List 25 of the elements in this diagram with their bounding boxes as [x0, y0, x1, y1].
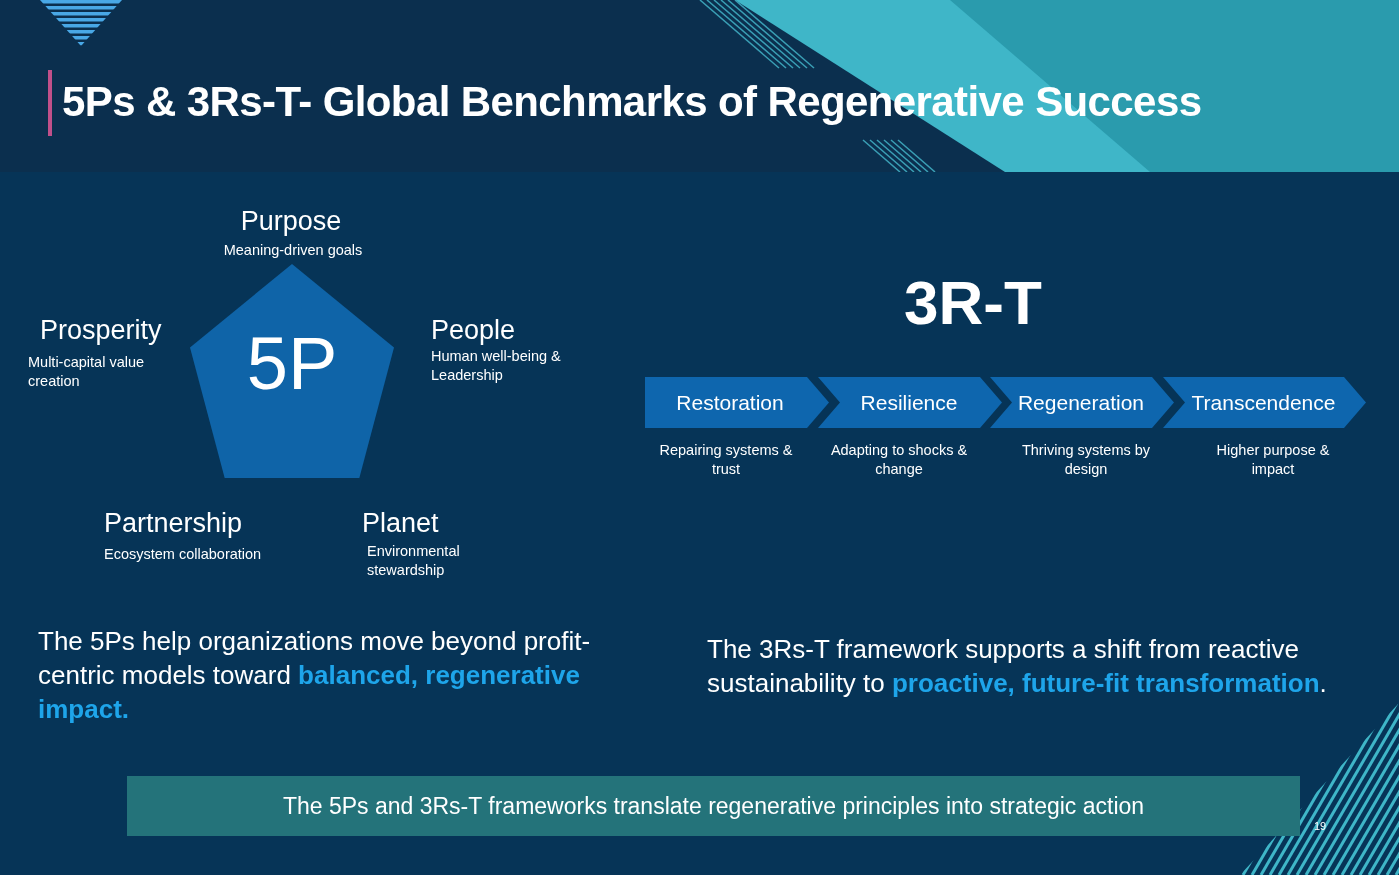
pillar-heading: Partnership — [104, 507, 244, 540]
step-description: Thriving systems by design — [1020, 441, 1152, 479]
summary-banner: The 5Ps and 3Rs-T frameworks translate regenerative principles into strategic action — [127, 776, 1300, 836]
body-paragraph: The 3Rs-T framework supports a shift from reactive sustainability to proactive, future-fit transformation. — [707, 633, 1328, 700]
step-description: Higher purpose & impact — [1215, 441, 1331, 479]
process-step: Resilience — [818, 377, 1002, 428]
pentagon-shape: 5P — [190, 264, 394, 478]
pillar-description: Meaning-driven goals — [222, 241, 364, 260]
pillar-heading: Planet — [362, 507, 440, 540]
pillar-heading: Purpose — [239, 205, 343, 238]
pillar-description: Environmental stewardship — [367, 542, 461, 580]
section-heading: 3R-T — [903, 267, 1043, 339]
pillar-description: Human well-being & Leadership — [431, 347, 562, 385]
step-description: Adapting to shocks & change — [829, 441, 969, 479]
process-step: Transcendence — [1163, 377, 1366, 428]
pillar-description: Multi-capital value creation — [28, 353, 146, 391]
process-step: Regeneration — [990, 377, 1174, 428]
process-step: Restoration — [645, 377, 829, 428]
body-paragraph: The 5Ps help organizations move beyond profit-centric models toward balanced, regenerative impact. — [38, 625, 592, 726]
pillar-heading: People — [431, 314, 517, 347]
pillar-description: Ecosystem collaboration — [104, 545, 263, 564]
pillar-heading: Prosperity — [40, 314, 163, 347]
step-description: Repairing systems & trust — [658, 441, 794, 479]
page-number: 19 — [1312, 819, 1328, 834]
slide-title: 5Ps & 3Rs-T- Global Benchmarks of Regenerative Success — [62, 77, 1202, 127]
